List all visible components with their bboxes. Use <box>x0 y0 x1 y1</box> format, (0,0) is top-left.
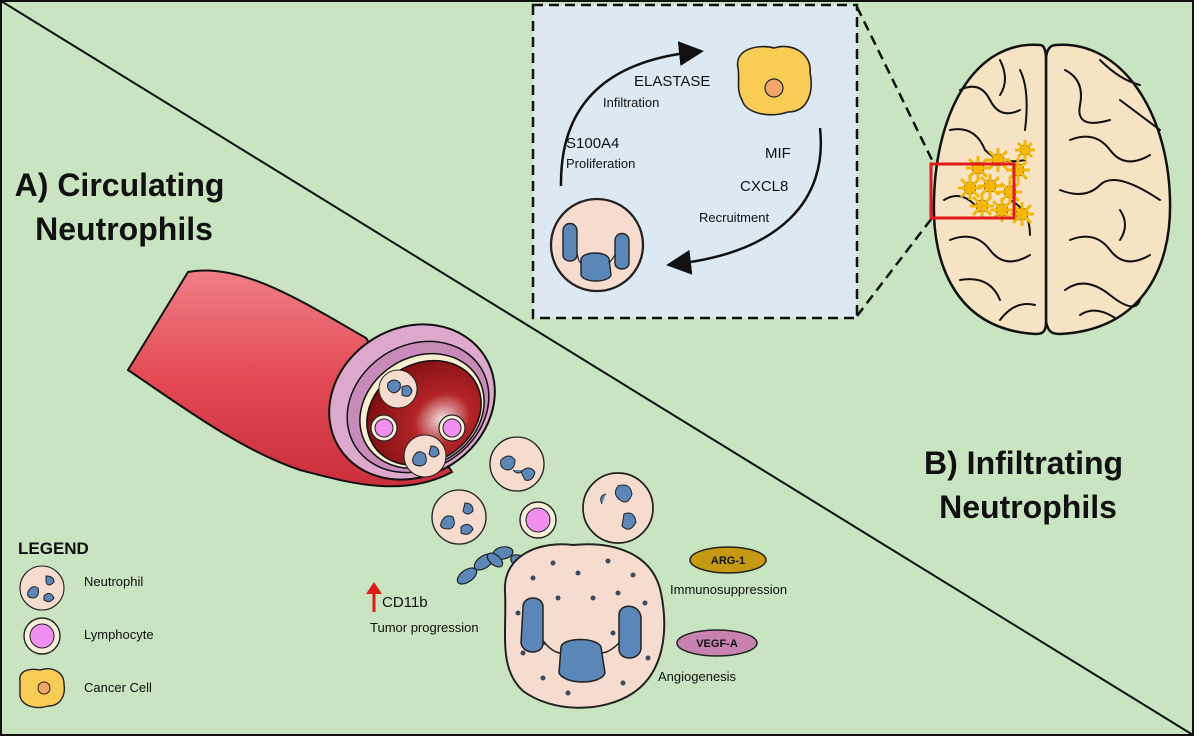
angiogenesis-label: Angiogenesis <box>658 669 737 684</box>
panel-a-title-line2: Neutrophils <box>35 211 213 247</box>
vessel-lymphocyte-2 <box>438 414 466 442</box>
extravasating-neutrophil-2 <box>432 490 486 544</box>
arg1-label: ARG-1 <box>711 555 745 567</box>
proliferation-label: Proliferation <box>566 156 635 171</box>
panel-b-title: B) Infiltrating Neutrophils <box>924 445 1132 525</box>
inset-cancer-cell <box>737 45 812 116</box>
cd11b-label: CD11b <box>382 594 428 611</box>
legend-neutrophil-label: Neutrophil <box>84 574 143 589</box>
vessel-neutrophil-2 <box>404 435 446 477</box>
cxcl8-label: CXCL8 <box>740 178 788 195</box>
infiltration-label: Infiltration <box>603 95 659 110</box>
immunosuppression-label: Immunosuppression <box>670 582 787 597</box>
cycle-arrow-to-cancer <box>559 41 704 187</box>
panel-a-title-line1: A) Circulating <box>15 167 225 203</box>
tissue-neutrophil <box>583 473 653 543</box>
zoom-line-bottom <box>856 217 933 317</box>
vegfa-label: VEGF-A <box>696 638 738 650</box>
extravasating-neutrophil-1 <box>490 437 544 491</box>
brain <box>932 43 1172 336</box>
legend-lymphocyte-label: Lymphocyte <box>84 627 154 642</box>
panel-a-title: A) Circulating Neutrophils <box>15 167 234 247</box>
cycle-arrow-to-neutrophil <box>666 127 823 275</box>
panel-b-title-line1: B) Infiltrating <box>924 445 1123 481</box>
arg1-badge <box>689 546 767 574</box>
legend-cancer-cell-icon <box>19 668 66 709</box>
legend-neutrophil-icon <box>20 566 64 610</box>
vegfa-badge <box>676 629 758 657</box>
vessel-neutrophil-1 <box>379 370 417 408</box>
s100a4-label: S100A4 <box>566 135 619 152</box>
activated-neutrophil <box>503 543 666 709</box>
mif-label: MIF <box>765 145 791 162</box>
inset-neutrophil <box>551 199 643 291</box>
tumor-progression-label: Tumor progression <box>370 620 479 635</box>
legend-lymphocyte-icon <box>23 617 61 655</box>
legend-cancer-cell-label: Cancer Cell <box>84 680 152 695</box>
recruitment-label: Recruitment <box>699 210 769 225</box>
vessel-lymphocyte-1 <box>370 414 398 442</box>
brain-highlight-box <box>929 162 1016 220</box>
brain-tumor-cluster <box>958 140 1035 226</box>
extravasating-lymphocyte <box>519 501 557 539</box>
cd11b-up-arrow <box>366 582 382 612</box>
zoom-line-top <box>855 6 936 165</box>
elastase-label: ELASTASE <box>634 73 710 90</box>
legend-title: LEGEND <box>18 539 89 558</box>
panel-b-title-line2: Neutrophils <box>939 489 1117 525</box>
